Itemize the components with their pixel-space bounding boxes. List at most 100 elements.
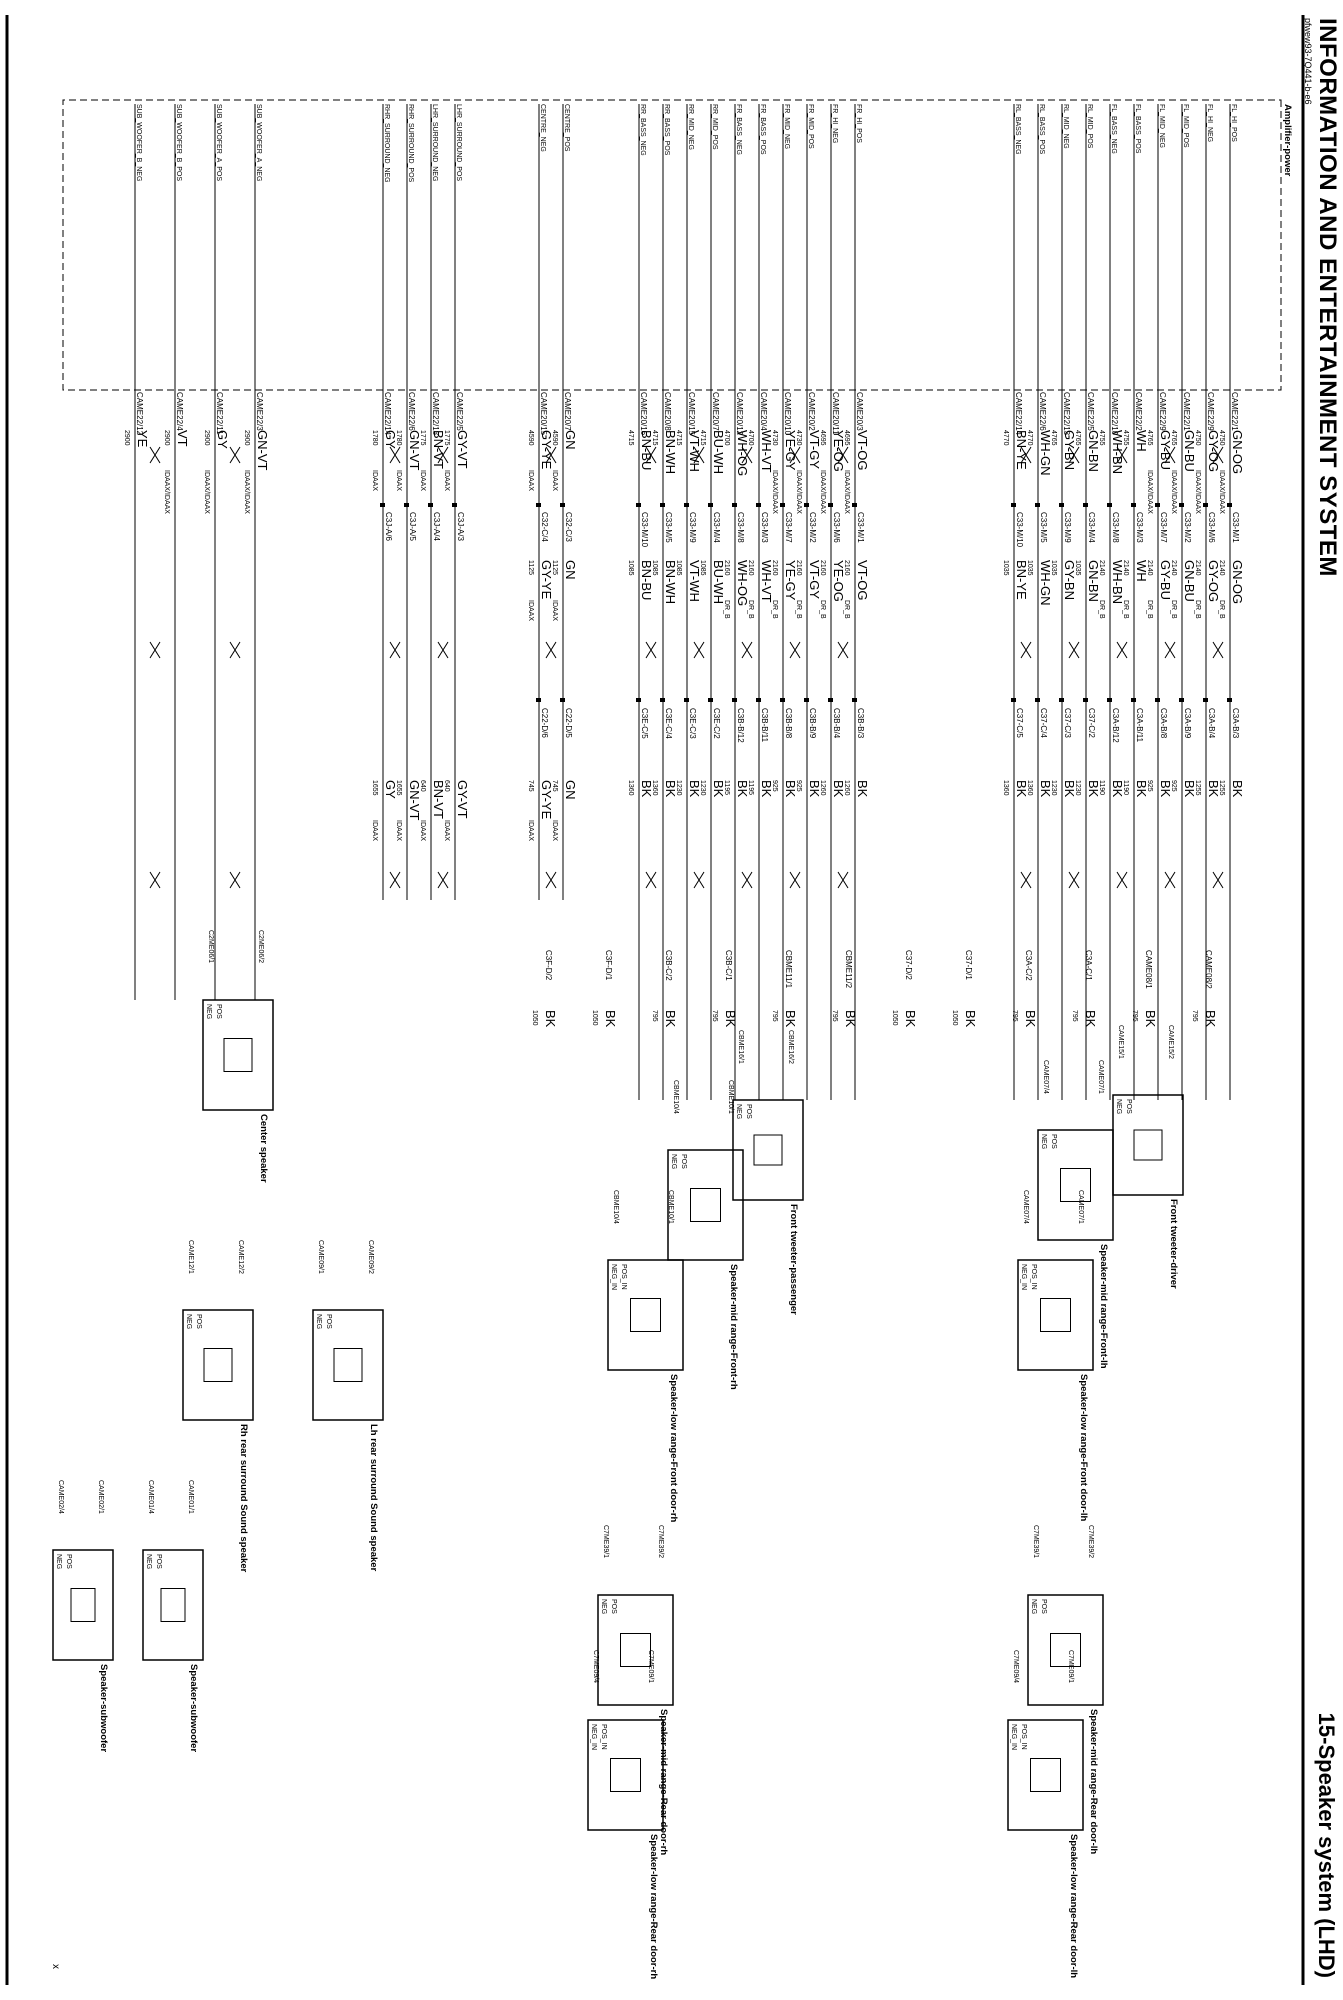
twisted-pair-mark (545, 871, 557, 889)
wire-type-label: IDAAX (419, 820, 426, 841)
wire-length-label: 1125 (551, 560, 558, 575)
connector-pin (536, 503, 541, 507)
labels-layer: FL_HI_POSCAME22/1GN-OG4750IDAAX/IDAAXC33… (123, 104, 1245, 1028)
signal-label: FL_HI_NEG (1206, 104, 1213, 142)
speaker-pin-neg: NEG_IN (1020, 1264, 1027, 1290)
wire-color-label: BK (759, 780, 774, 798)
wire-length-label: 4730 (771, 430, 778, 446)
inline-connector-label: C37-C/2 (1087, 708, 1096, 738)
connector-label: CAME20/4 (759, 392, 768, 431)
inline-connector-label: C32-C/4 (540, 512, 549, 542)
wire-type-label: IDAAX (527, 470, 534, 491)
wire-type-label: IDAAX (443, 470, 450, 491)
speaker-connector-pos: C2ME06/2 (257, 930, 264, 963)
splice-color-label: BK (1143, 1010, 1158, 1028)
speaker-connector-neg: C7ME39/1 (602, 1525, 609, 1558)
signal-label: FR_HI_NEG (831, 104, 838, 143)
speaker-icon (610, 1758, 641, 1792)
speaker-block: POS_INNEG_INC7ME09/1C7ME09/4Speaker-low … (587, 1650, 664, 1979)
splice-connector-label: C3B-C/2 (664, 950, 673, 981)
signal-label: FL_BASS_POS (1134, 104, 1141, 154)
speaker-name: Center speaker (258, 1114, 269, 1183)
speaker-pin-neg: NEG (55, 1554, 62, 1569)
wire-color-label: BK (855, 780, 870, 798)
speaker-connector-neg: C7ME39/1 (1032, 1525, 1039, 1558)
connector-label: CAME22/14 (1014, 392, 1023, 436)
inline-connector-label: C33-M/6 (1207, 512, 1216, 543)
wire-type-label: DR_B (1194, 600, 1201, 619)
connector-pin (804, 698, 809, 702)
twisted-pair-mark (789, 871, 801, 889)
wire-length-label: 2160 (723, 560, 730, 576)
connector-label: CAME20/7 (563, 392, 572, 431)
signal-label: FL_MID_NEG (1158, 104, 1165, 148)
speaker-pin-pos: POS (1040, 1599, 1047, 1614)
connector-label: CAME20/10 (783, 392, 792, 436)
inline-connector-label: C33-M/8 (1111, 512, 1120, 543)
wire-length-label: 2140 (1218, 560, 1225, 576)
wire-color-label: BK (1086, 780, 1101, 798)
wire-type-label: DR_B (771, 600, 778, 619)
speaker-connector-neg: CAME12/1 (187, 1240, 194, 1274)
speaker-connector-pos: CAME15/2 (1167, 1025, 1174, 1059)
connector-pin (1179, 503, 1184, 507)
speaker-connector-neg: C2ME06/1 (207, 930, 214, 963)
connector-pin (828, 698, 833, 702)
speaker-pin-neg: NEG (185, 1314, 192, 1329)
speaker-connector-pos: CAME12/2 (237, 1240, 244, 1274)
inline-connector-label: C3A-B/8 (1159, 708, 1168, 739)
wire-color-label: BK (1134, 780, 1149, 798)
connector-pin (780, 698, 785, 702)
inline-connector-label: C33-M/9 (1063, 512, 1072, 543)
connector-label: CAME22/12 (135, 392, 144, 436)
connector-label: CAME20/12 (735, 392, 744, 436)
speaker-pin-pos: POS (1125, 1099, 1132, 1114)
connector-label: CAME22/14 (383, 392, 392, 436)
splice-color-label: BK (903, 1010, 918, 1028)
connector-label: CAME22/6 (1038, 392, 1047, 431)
speaker-pin-pos: POS (195, 1314, 202, 1329)
splice-color-label: BK (603, 1010, 618, 1028)
speaker-pin-pos: POS (65, 1554, 72, 1569)
twisted-pair-mark (1212, 641, 1224, 659)
twisted-pair-mark (389, 641, 401, 659)
twisted-pair-mark (741, 641, 753, 659)
inline-connector-label: C37-C/5 (1015, 708, 1024, 738)
twisted-pair-mark (389, 446, 401, 464)
wire-color-label: WH-BN (1110, 430, 1125, 474)
connector-pin (1107, 503, 1112, 507)
connector-pin (1227, 503, 1232, 507)
wire-type-label: IDAAX (527, 820, 534, 841)
inline-connector-label: C3E-C/4 (664, 708, 673, 739)
connector-pin (636, 503, 641, 507)
wire-color-label: YE-OG (831, 430, 846, 472)
inline-connector-label: C33-M/6 (832, 512, 841, 543)
speaker-pin-neg: NEG (735, 1104, 742, 1119)
inline-connector-label: C37-C/4 (1039, 708, 1048, 738)
inline-connector-label: C33-M/1 (856, 512, 865, 543)
speaker-icon (1060, 1168, 1091, 1202)
signal-label: RHR_SURROUND_POS (407, 104, 414, 183)
connector-pin (1203, 503, 1208, 507)
connector-pin (852, 698, 857, 702)
inline-connector-label: C3J-A/4 (432, 512, 441, 541)
signal-label: FL_BASS_NEG (1110, 104, 1117, 154)
wire-color-label: WH (1134, 430, 1149, 452)
wire-type-label: IDAAX (371, 820, 378, 841)
speaker-connector-pos: CBME10/1 (727, 1080, 734, 1114)
wire-length-label: 2900 (163, 430, 170, 446)
connector-label: CAME22/9 (1158, 392, 1167, 431)
wire-length-label: 1780 (395, 430, 402, 446)
wire-length-label: 2900 (243, 430, 250, 446)
speaker-connector-pos: CAME07/1 (1077, 1190, 1084, 1224)
signal-label: SUB_WOOFER_A_POS (215, 104, 222, 181)
signal-label: CENTRE_NEG (539, 104, 546, 152)
connector-pin (1179, 698, 1184, 702)
wire-length-label: 2160 (747, 560, 754, 576)
wire-length-label: 4750 (1194, 430, 1201, 446)
speaker-pin-pos: POS_IN (1030, 1264, 1037, 1290)
connector-pin (536, 698, 541, 702)
signal-label: FL_MID_POS (1182, 104, 1189, 148)
wire-type-label: IDAAX/IDAAX (771, 470, 778, 514)
speaker-pin-neg: NEG (1115, 1099, 1122, 1114)
